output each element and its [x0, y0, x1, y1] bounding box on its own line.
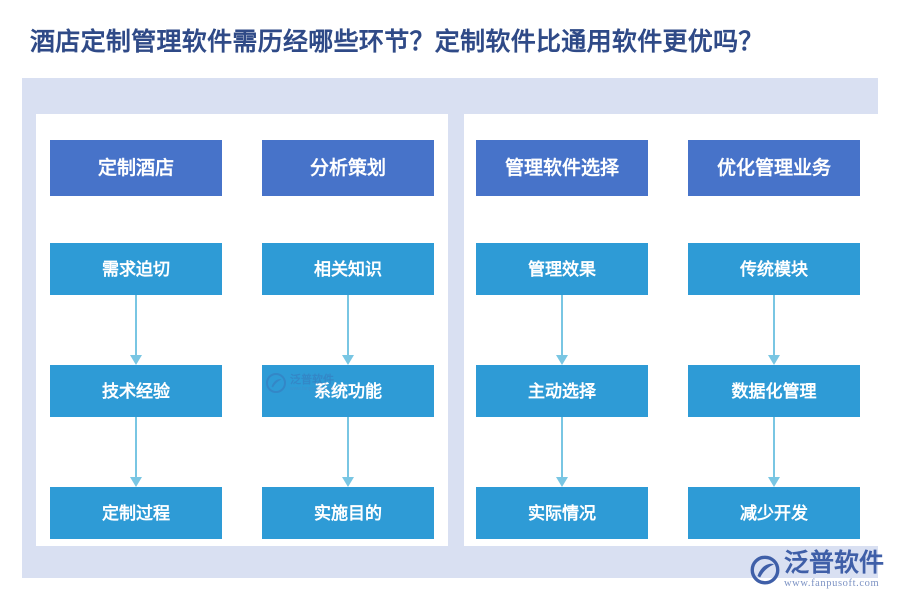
flow-step-box[interactable]: 减少开发	[688, 487, 860, 539]
flow-header-box[interactable]: 管理软件选择	[476, 140, 648, 196]
fanpu-logo-icon	[750, 555, 780, 585]
flow-arrow-down-icon	[555, 417, 569, 487]
flow-step-box[interactable]: 技术经验	[50, 365, 222, 417]
flow-column-1: 定制酒店 需求迫切 技术经验 定制过程	[50, 114, 222, 546]
arrow-head	[342, 355, 354, 365]
flow-column-4: 优化管理业务 传统模块 数据化管理 减少开发	[688, 114, 860, 546]
flow-arrow-down-icon	[767, 417, 781, 487]
flow-step-box[interactable]: 管理效果	[476, 243, 648, 295]
flow-arrow-down-icon	[341, 417, 355, 487]
flow-step-box[interactable]: 实际情况	[476, 487, 648, 539]
flow-header-box[interactable]: 分析策划	[262, 140, 434, 196]
arrow-shaft	[561, 417, 563, 478]
arrow-head	[556, 355, 568, 365]
arrow-head	[768, 477, 780, 487]
flow-header-box[interactable]: 定制酒店	[50, 140, 222, 196]
arrow-head	[768, 355, 780, 365]
flow-step-box[interactable]: 需求迫切	[50, 243, 222, 295]
flow-arrow-down-icon	[129, 295, 143, 365]
flow-header-box[interactable]: 优化管理业务	[688, 140, 860, 196]
flow-step-box[interactable]: 系统功能	[262, 365, 434, 417]
brand-url: www.fanpusoft.com	[783, 577, 880, 589]
flow-step-box[interactable]: 相关知识	[262, 243, 434, 295]
arrow-shaft	[347, 295, 349, 356]
arrow-shaft	[135, 417, 137, 478]
arrow-shaft	[347, 417, 349, 478]
arrow-head	[130, 477, 142, 487]
flow-arrow-down-icon	[129, 417, 143, 487]
flow-panel-left: 定制酒店 需求迫切 技术经验 定制过程 分析策划 相关知识 系统功能 实施目的	[36, 114, 448, 546]
arrow-shaft	[773, 417, 775, 478]
page-title: 酒店定制管理软件需历经哪些环节？定制软件比通用软件更优吗？	[30, 28, 764, 56]
flow-arrow-down-icon	[555, 295, 569, 365]
flow-column-3: 管理软件选择 管理效果 主动选择 实际情况	[476, 114, 648, 546]
flow-step-box[interactable]: 定制过程	[50, 487, 222, 539]
flow-panel-right: 管理软件选择 管理效果 主动选择 实际情况 优化管理业务 传统模块 数据化管理 …	[464, 114, 878, 546]
arrow-shaft	[561, 295, 563, 356]
arrow-head	[130, 355, 142, 365]
flow-arrow-down-icon	[767, 295, 781, 365]
arrow-shaft	[135, 295, 137, 356]
flow-step-box[interactable]: 主动选择	[476, 365, 648, 417]
brand-logo-text: 泛普软件 www.fanpusoft.com	[783, 548, 884, 590]
arrow-head	[342, 477, 354, 487]
brand-name: 泛普软件	[783, 548, 884, 577]
flow-step-box[interactable]: 传统模块	[688, 243, 860, 295]
arrow-shaft	[773, 295, 775, 356]
flow-arrow-down-icon	[341, 295, 355, 365]
arrow-head	[556, 477, 568, 487]
flow-column-2: 分析策划 相关知识 系统功能 实施目的	[262, 114, 434, 546]
flow-step-box[interactable]: 数据化管理	[688, 365, 860, 417]
flow-step-box[interactable]: 实施目的	[262, 487, 434, 539]
brand-logo[interactable]: 泛普软件 www.fanpusoft.com	[750, 548, 884, 592]
